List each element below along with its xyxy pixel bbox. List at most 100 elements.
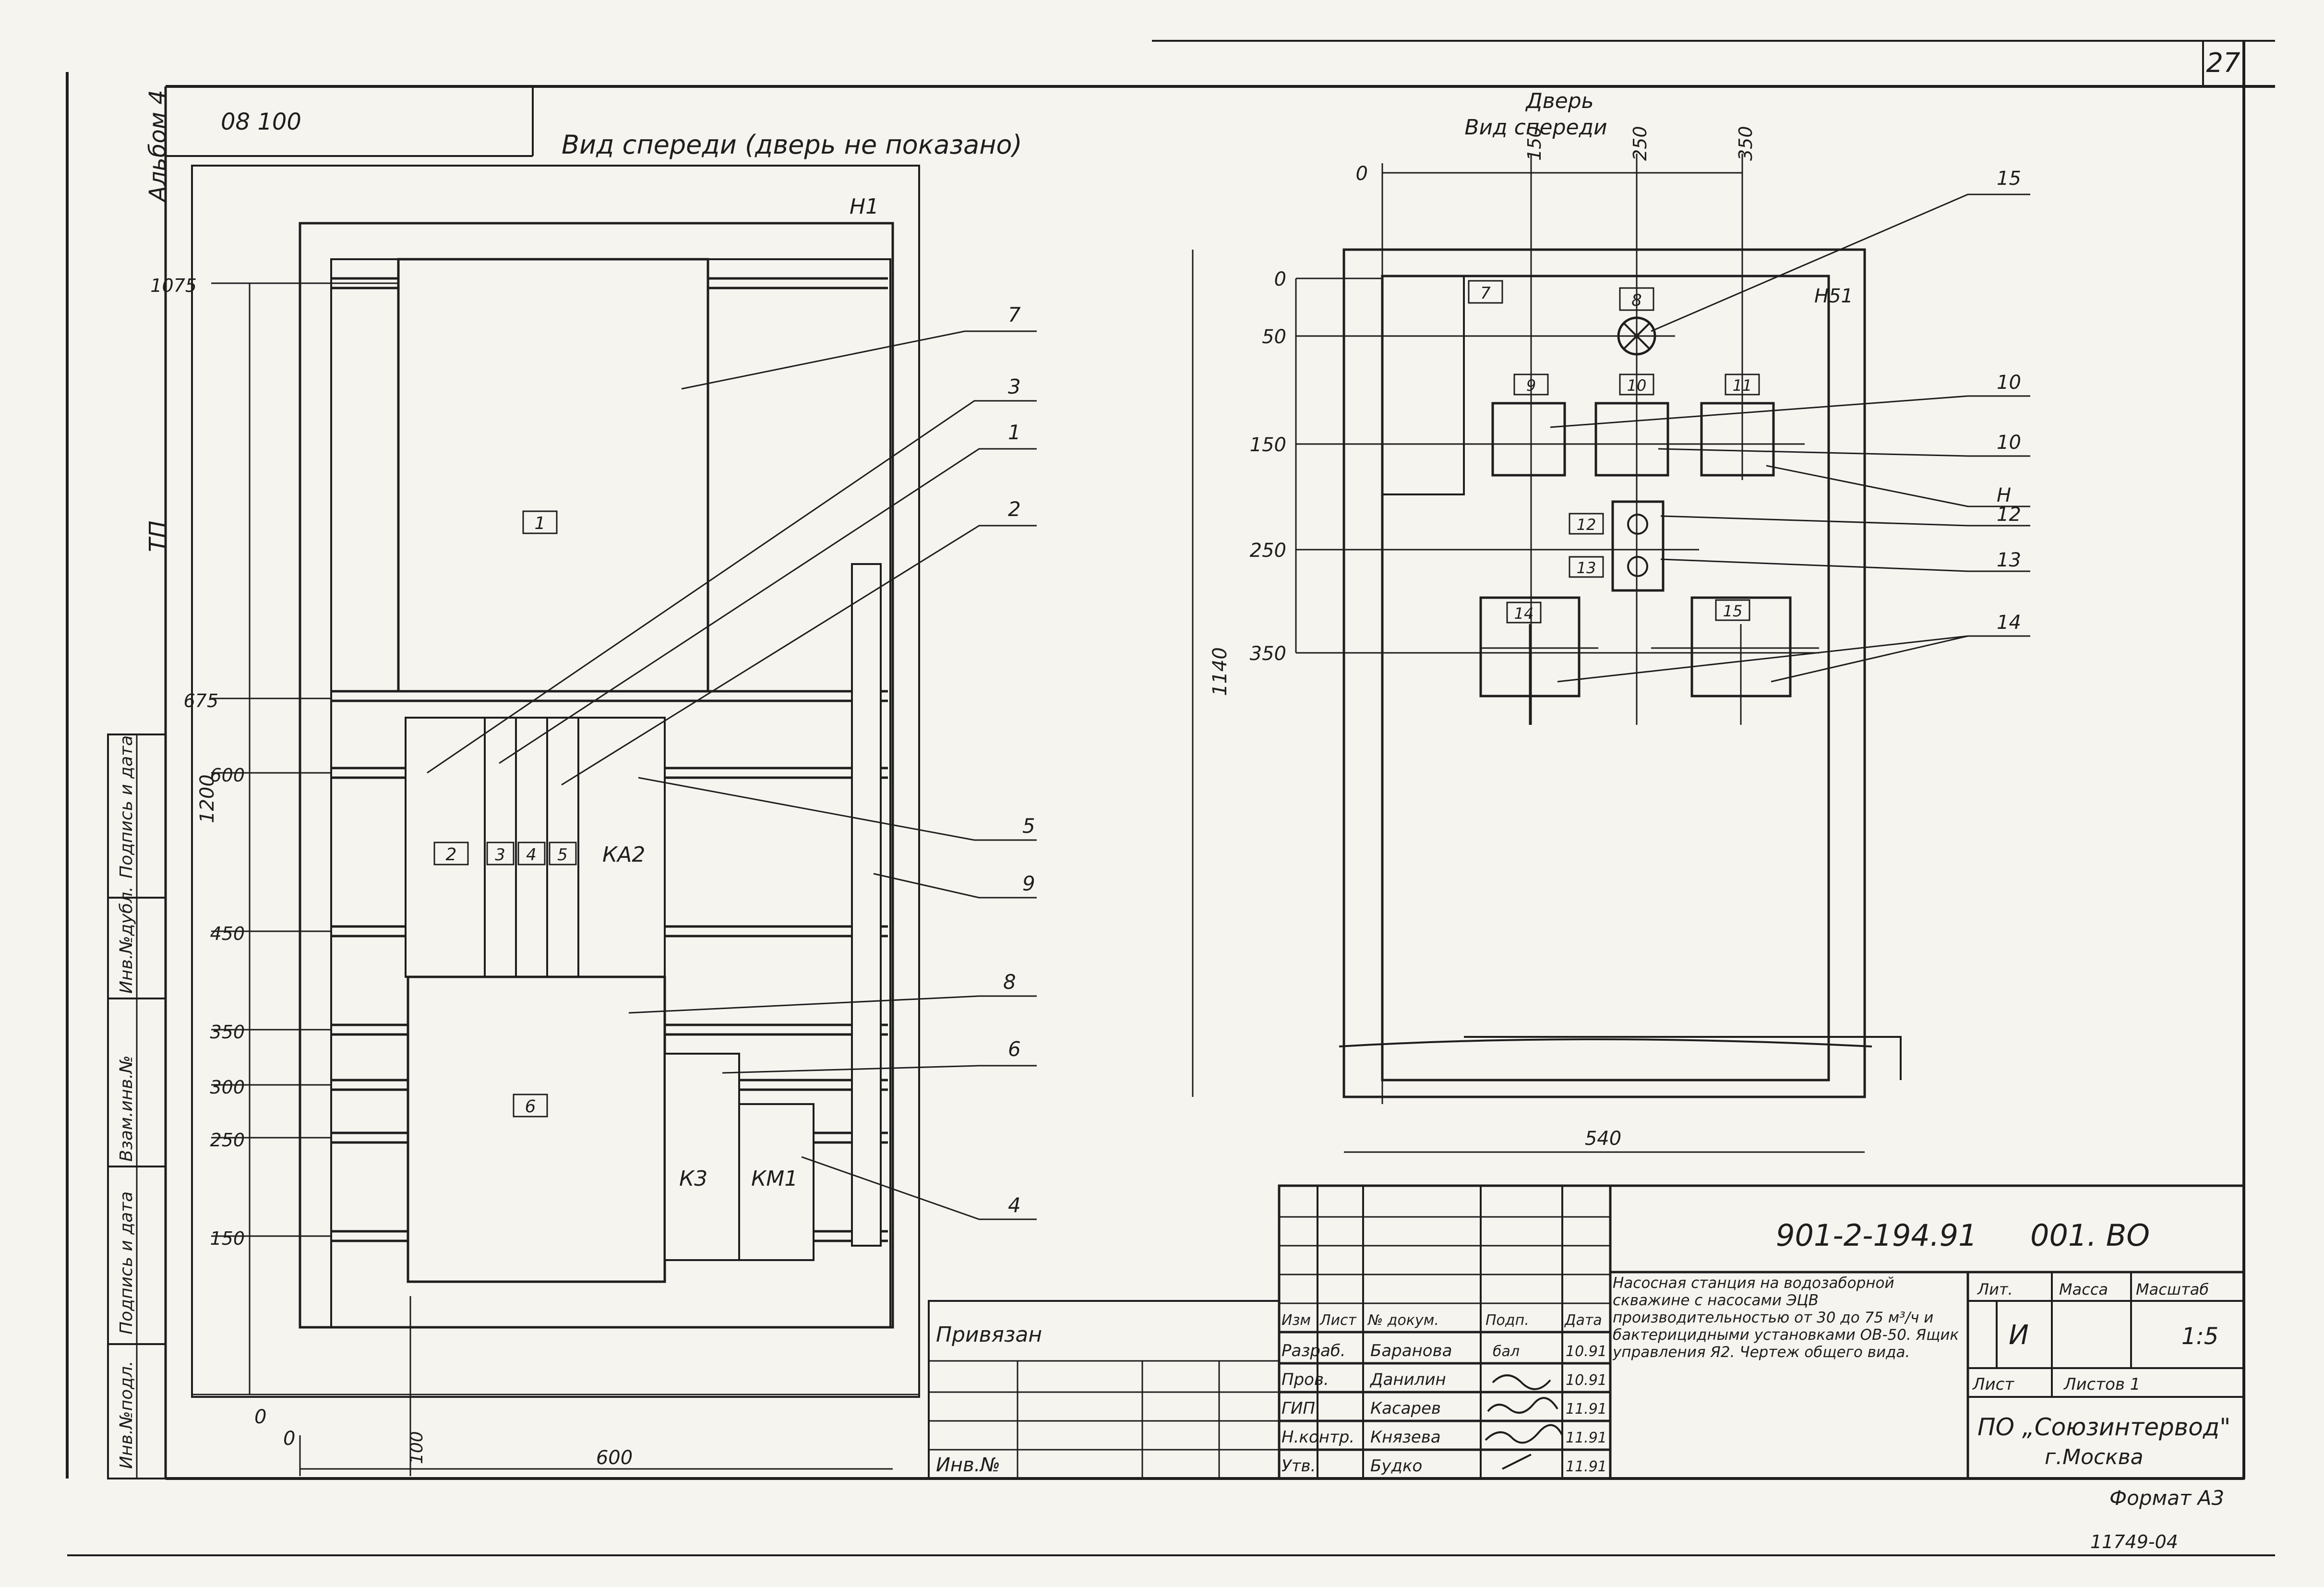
svg-text:11: 11 xyxy=(1733,376,1752,395)
left-height-dim: 1200 xyxy=(196,774,218,823)
door-box-14: 14 xyxy=(1506,601,1542,624)
side-mark-0: 0 xyxy=(1274,268,1286,290)
left-zero-x: 0 xyxy=(283,1428,295,1450)
svg-text:6: 6 xyxy=(525,1097,536,1117)
device-km1: КМ1 xyxy=(751,1166,798,1191)
signature-2 xyxy=(1487,1397,1558,1414)
svg-text:10: 10 xyxy=(1627,376,1647,395)
right-callout-15: 15 xyxy=(1997,168,2021,190)
door-box-12: 12 xyxy=(1569,513,1604,535)
tp-label: ТП xyxy=(144,521,171,552)
door-bottom-lip xyxy=(1464,1036,1902,1080)
block-breakers xyxy=(405,717,666,978)
left-callout-4: 4 xyxy=(1008,1193,1021,1217)
lit-value: И xyxy=(2009,1320,2029,1351)
title-block: Изм Лист № докум. Подп. Дата Разраб. Бар… xyxy=(928,1184,2245,1480)
doc-code: 001. ВО xyxy=(2030,1218,2150,1253)
side-mark-350: 350 xyxy=(1250,643,1286,665)
block-k3 xyxy=(664,1053,740,1261)
door-pocket-7 xyxy=(1381,276,1465,495)
right-side-ticks xyxy=(1296,277,1819,654)
name-0: Баранова xyxy=(1370,1341,1452,1360)
svg-text:3: 3 xyxy=(495,845,505,865)
level-150: 150 xyxy=(210,1228,245,1249)
inv-no-label: Инв.№ xyxy=(936,1454,1000,1476)
header-doc: № докум. xyxy=(1367,1312,1439,1329)
privyazan-label: Привязан xyxy=(936,1322,1042,1347)
door-break-line xyxy=(1339,1038,1872,1047)
switch-9 xyxy=(1491,402,1566,477)
left-callout-5: 5 xyxy=(1022,814,1035,838)
signature-1 xyxy=(1492,1374,1551,1390)
scale-header: Масштаб xyxy=(2136,1280,2209,1298)
lit-header: Лит. xyxy=(1977,1280,2013,1298)
right-frame-mark: Н51 xyxy=(1814,285,1853,307)
name-3: Князева xyxy=(1370,1428,1441,1447)
unit-box-3: 3 xyxy=(486,842,515,866)
level-600: 600 xyxy=(210,765,245,786)
right-leaders xyxy=(1550,193,2030,683)
right-top-ext-lines xyxy=(1381,154,1743,1104)
door-outer xyxy=(1342,248,1866,1098)
unit-box-4: 4 xyxy=(517,842,546,866)
door-box-9: 9 xyxy=(1513,373,1549,396)
unit-box-1: 1 xyxy=(522,510,558,534)
level-250: 250 xyxy=(210,1130,245,1151)
block-6 xyxy=(407,975,666,1283)
org-city: г.Москва xyxy=(2045,1445,2144,1469)
date-1: 10.91 xyxy=(1566,1372,1607,1389)
svg-text:12: 12 xyxy=(1577,516,1596,534)
svg-text:15: 15 xyxy=(1723,602,1743,620)
left-callout-2: 2 xyxy=(1008,497,1021,521)
right-callout-10b: 10 xyxy=(1997,432,2021,454)
right-view: Дверь Вид спереди 0 150 250 350 Н51 0 50… xyxy=(1192,89,2030,1153)
header-sign: Подп. xyxy=(1485,1312,1529,1329)
corner-code: 08 100 xyxy=(221,108,301,135)
left-callout-6: 6 xyxy=(1008,1037,1021,1061)
side-stamp-cell-3: Взам.инв.№ xyxy=(117,1055,136,1162)
button-panel xyxy=(1611,500,1665,592)
top-mark-0: 0 xyxy=(1356,163,1368,185)
level-ticks xyxy=(211,282,398,1237)
block-9-strip xyxy=(851,563,882,1247)
right-callout-10a: 10 xyxy=(1997,372,2021,394)
date-3: 11.91 xyxy=(1566,1430,1607,1446)
svg-text:4: 4 xyxy=(526,845,537,865)
date-0: 10.91 xyxy=(1566,1343,1607,1360)
left-offset-dim: 100 xyxy=(407,1431,427,1464)
top-mark-350: 350 xyxy=(1735,126,1756,161)
svg-text:9: 9 xyxy=(1526,376,1536,395)
sign-0: бал xyxy=(1493,1343,1520,1360)
meter-axes xyxy=(1481,624,1819,725)
device-k3: К3 xyxy=(679,1166,707,1191)
side-stamp-cell-5: Инв.№подл. xyxy=(117,1361,136,1469)
date-2: 11.91 xyxy=(1566,1401,1607,1418)
header-izm: Изм xyxy=(1282,1312,1311,1329)
level-350: 350 xyxy=(210,1022,245,1043)
side-stamp-cell-4: Подпись и дата xyxy=(117,1191,136,1335)
left-callout-7: 7 xyxy=(1008,303,1021,326)
role-3: Н.контр. xyxy=(1282,1428,1354,1447)
block-1 xyxy=(397,258,709,693)
side-stamp-cell-1: Подпись и дата xyxy=(117,735,136,878)
top-mark-250: 250 xyxy=(1629,126,1651,161)
unit-box-6: 6 xyxy=(513,1094,548,1118)
sheet-label: Лист xyxy=(1972,1375,2014,1394)
left-width-dim: 600 xyxy=(596,1447,633,1469)
left-view: Вид спереди (дверь не показано) Н1 1 xyxy=(150,130,1037,1476)
block-km1 xyxy=(738,1103,815,1261)
right-callout-14: 14 xyxy=(1997,612,2021,634)
left-outer-frame xyxy=(191,165,920,1398)
side-stamp: Подпись и дата Инв.№дубл. Взам.инв.№ Под… xyxy=(107,733,167,1479)
device-ka2: КА2 xyxy=(602,842,645,867)
switch-10 xyxy=(1594,402,1669,477)
svg-text:5: 5 xyxy=(557,845,568,865)
side-mark-50: 50 xyxy=(1262,326,1286,348)
svg-text:14: 14 xyxy=(1514,604,1534,623)
svg-text:8: 8 xyxy=(1631,291,1642,310)
left-zero-y: 0 xyxy=(254,1406,266,1428)
lamp-cross xyxy=(1623,322,1651,350)
door-box-11: 11 xyxy=(1725,373,1760,396)
level-300: 300 xyxy=(210,1077,245,1098)
page-number: 27 xyxy=(2206,48,2240,79)
